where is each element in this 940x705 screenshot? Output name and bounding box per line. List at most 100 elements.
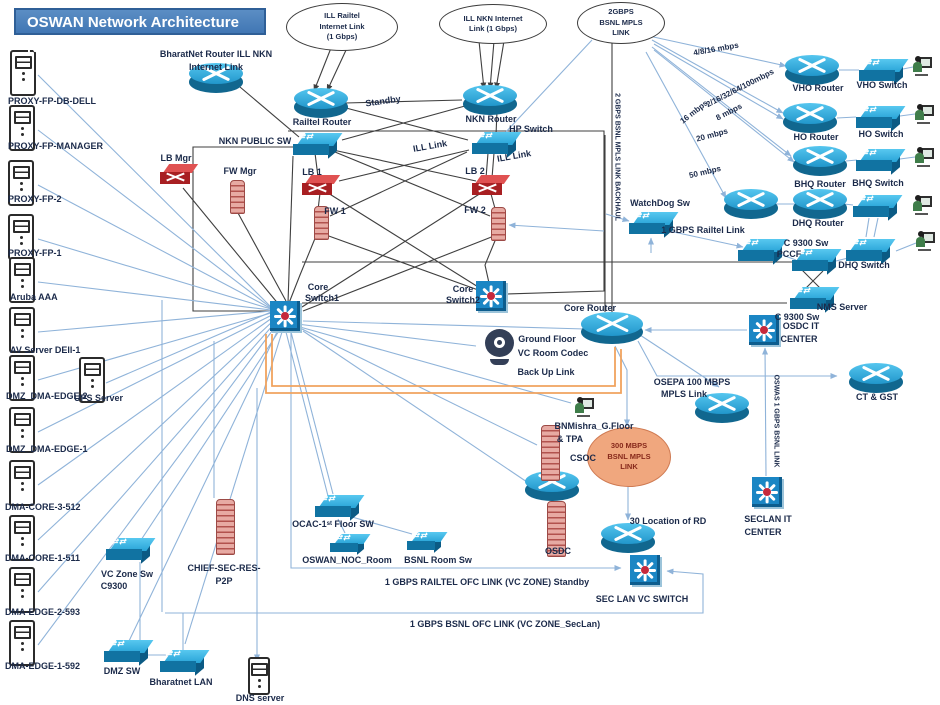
diagram-label: MPLS Link xyxy=(660,389,708,399)
diagram-label: Core xyxy=(307,282,329,292)
dmz-dma-edge-1-server-icon xyxy=(9,407,35,453)
dma-edge-2-593-server-icon xyxy=(9,567,35,613)
diagram-label: BHQ Switch xyxy=(852,178,904,188)
dma-core-1-511-server-icon xyxy=(9,515,35,561)
diagram-label: BharatNet Router ILL NKN xyxy=(159,49,273,59)
diagram-label: DMA-CORE-3-512 xyxy=(5,502,81,512)
diagram-label: 1 GBPS RAILTEL OFC LINK (VC ZONE) Standb… xyxy=(384,577,590,587)
core-switch1-icon xyxy=(270,301,300,331)
user-bnmishra-icon xyxy=(574,397,594,417)
oswan-noc-switch-icon: ⇄⇄ xyxy=(330,533,371,555)
railtel-router-icon xyxy=(294,88,348,118)
diagram-label: PROXY-FP-MANAGER xyxy=(8,141,104,151)
diagram-title-banner: OSWAN Network Architecture New xyxy=(14,8,266,56)
user-dhq-2-icon xyxy=(915,231,935,251)
diagram-label: BNMishra_G.Floor xyxy=(554,421,634,431)
diagram-label: FW Mgr xyxy=(223,166,257,176)
diagram-label: VC Room Codec xyxy=(517,348,589,358)
diagram-label: C 9300 Sw xyxy=(774,312,820,322)
diagram-label: 1 GBPS Railtel Link xyxy=(661,225,745,235)
bsnl-room-switch-icon: ⇄⇄ xyxy=(407,531,448,553)
pccf-switch-icon: ⇄⇄ xyxy=(738,238,788,265)
diagram-label: LB 1 xyxy=(302,167,322,177)
diagram-label: CSOC xyxy=(569,453,597,463)
diagram-label: OSWAN_NOC_Room xyxy=(302,555,392,565)
diagram-label: OSEPA 100 MBPS xyxy=(653,377,731,387)
diagram-label: Core xyxy=(452,284,474,294)
diagram-label: P2P xyxy=(215,576,233,586)
diagram-label: Switch1 xyxy=(304,293,340,303)
dhq-left-router-icon xyxy=(724,189,778,219)
diagram-label: DHQ Switch xyxy=(838,260,890,270)
diagram-label: VHO Router xyxy=(792,83,844,93)
watchdog-switch-icon: ⇄⇄ xyxy=(629,211,679,238)
diagram-label: NKN PUBLIC SW xyxy=(218,136,292,146)
diagram-label: C9300 xyxy=(100,581,128,591)
diagram-label: CT & GST xyxy=(856,392,898,402)
diagram-label: CENTER xyxy=(780,334,818,344)
vc-room-webcam-icon xyxy=(482,329,518,365)
vho-switch-icon: ⇄⇄ xyxy=(859,58,909,85)
hp-switch-icon: ⇄⇄ xyxy=(472,131,522,158)
fw-mgr-icon xyxy=(229,180,245,214)
diagram-label: OSDC xyxy=(544,546,572,556)
diagram-label: FW 2 xyxy=(464,205,486,215)
diagram-label: PROXY-FP-1 xyxy=(8,248,62,258)
dhq-router-icon xyxy=(793,189,847,219)
diagram-label: PCCF xyxy=(776,249,802,259)
user-vho-icon xyxy=(912,56,932,76)
user-ho-icon xyxy=(914,104,934,124)
diagram-label: Switch2 xyxy=(445,295,481,305)
diagram-label: 1 GBPS BSNL OFC LINK (VC ZONE_SecLan) xyxy=(409,619,601,629)
user-bhq-icon xyxy=(914,147,934,167)
diagram-label: AV Server DEll-1 xyxy=(10,345,81,355)
rd-router-icon xyxy=(601,523,655,553)
diagram-label: PROXY-FP-DB-DELL xyxy=(8,96,97,106)
diagram-label: DMZ_DMA-EDGE-1 xyxy=(6,444,88,454)
diagram-label: Railtel Router xyxy=(292,117,352,127)
diagram-label: SECLAN IT xyxy=(744,514,792,524)
c9300-bottom-switch-icon: ⇄⇄ xyxy=(790,286,840,313)
diagram-label: VC Zone Sw xyxy=(100,569,154,579)
vho-router-icon xyxy=(785,55,839,85)
page-title: OSWAN Network Architecture New xyxy=(27,14,239,56)
diagram-label: UPS Server xyxy=(74,393,124,403)
diagram-label: DMA-CORE-1-511 xyxy=(5,553,81,563)
core-switch2-icon xyxy=(476,281,506,311)
vc-zone-switch-icon: ⇄⇄ xyxy=(106,537,156,564)
diagram-label: DMZ SW xyxy=(103,666,141,676)
ocac-first-floor-switch-icon: ⇄⇄ xyxy=(315,494,365,521)
diagram-label: CENTER xyxy=(744,527,782,537)
bhq-switch-icon: ⇄⇄ xyxy=(856,148,906,175)
diagram-label: Internet Link xyxy=(188,62,244,72)
dhq-row-switch-icon: ⇄⇄ xyxy=(853,194,903,221)
diagram-label: FW 1 xyxy=(324,206,346,216)
nkn-router-icon xyxy=(463,85,517,115)
diagram-label: HP Switch xyxy=(509,124,553,134)
ho-switch-icon: ⇄⇄ xyxy=(856,105,906,132)
bharatnet-lan-switch-icon: ⇄⇄ xyxy=(160,649,210,676)
av-server-dell-1-icon xyxy=(9,307,35,353)
proxy-fp-2-server-icon xyxy=(8,160,34,206)
diagram-label: Core Router xyxy=(563,303,617,313)
proxy-fp-1-server-icon xyxy=(8,214,34,260)
diagram-label: DHQ Router xyxy=(792,218,844,228)
dns-server-icon xyxy=(248,657,270,695)
ct-gst-router-icon xyxy=(849,363,903,393)
diagram-label: NMS Server xyxy=(816,302,868,312)
csoc-building-icon xyxy=(540,425,560,481)
seclan-it-center-switch-icon xyxy=(752,477,782,507)
diagram-label: OCAC-1ˢᵗ Floor SW xyxy=(292,519,374,529)
c9300-top-switch-icon: ⇄⇄ xyxy=(792,248,842,275)
sec-lan-vc-switch-icon xyxy=(630,555,660,585)
dhq-switch-icon: ⇄⇄ xyxy=(846,238,896,265)
diagram-label: Aruba AAA xyxy=(10,292,58,302)
diagram-label: CHIEF-SEC-RES- xyxy=(187,563,261,573)
diagram-label: OSDC IT xyxy=(782,321,820,331)
fw-2-icon xyxy=(490,207,506,241)
